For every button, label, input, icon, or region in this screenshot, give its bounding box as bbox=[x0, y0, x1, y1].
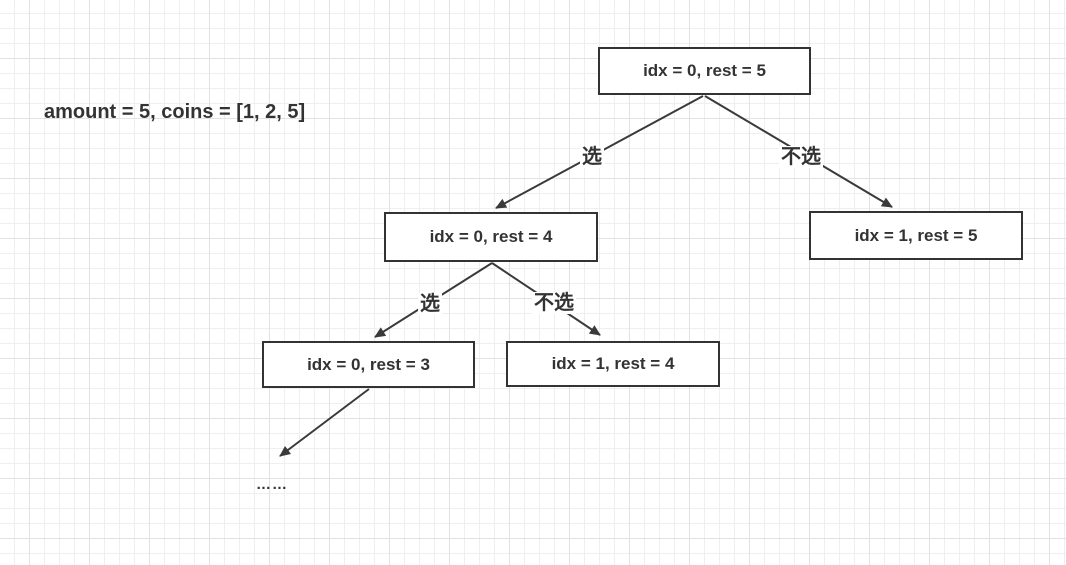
continuation-ellipsis: …… bbox=[256, 476, 288, 493]
tree-node-root: idx = 0, rest = 5 bbox=[598, 47, 811, 95]
tree-node-skip-1: idx = 1, rest = 5 bbox=[809, 211, 1023, 260]
edge-label-pick-1: 选 bbox=[580, 146, 604, 168]
edge-pick2-ellipsis bbox=[279, 388, 370, 457]
tree-node-pick-2: idx = 0, rest = 3 bbox=[262, 341, 475, 388]
edge-label-pick-2: 选 bbox=[418, 293, 442, 315]
edge-label-skip-2: 不选 bbox=[532, 292, 576, 314]
problem-annotation: amount = 5, coins = [1, 2, 5] bbox=[44, 101, 306, 123]
edge-label-skip-1: 不选 bbox=[779, 146, 823, 168]
tree-node-pick-1: idx = 0, rest = 4 bbox=[384, 212, 598, 262]
tree-node-skip-2: idx = 1, rest = 4 bbox=[506, 341, 720, 387]
